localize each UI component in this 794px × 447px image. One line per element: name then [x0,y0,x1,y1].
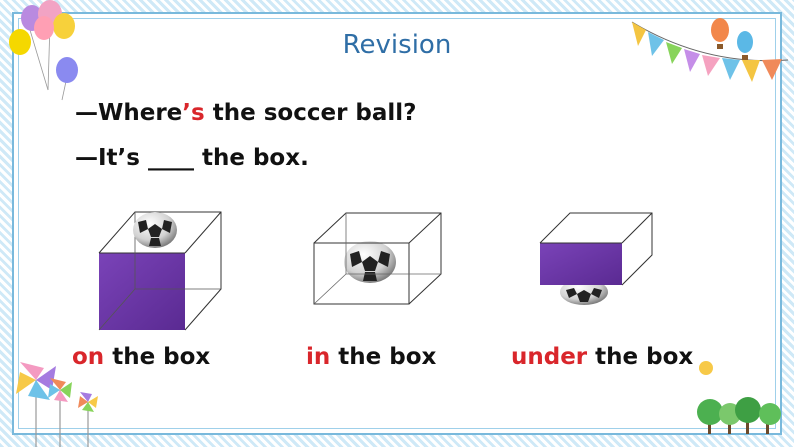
soccer-ball-icon [344,241,396,283]
caption-on: on the box [72,344,210,370]
scene-in [313,212,442,305]
hot-air-balloon-icon [711,18,753,60]
scene-on [98,211,222,331]
soccer-ball-icon [133,212,177,248]
caption-in-preposition: in [306,344,331,370]
question-start: —Where [75,100,183,126]
scene-under [539,212,653,305]
caption-under: under the box [511,344,693,370]
caption-in-rest: the box [330,344,437,370]
caption-under-preposition: under [511,344,588,370]
caption-in: in the box [306,344,436,370]
question-line: —Where’s the soccer ball? [75,100,417,126]
caption-under-rest: the box [587,344,694,370]
purple-box-face [540,243,622,285]
caption-on-preposition: on [72,344,105,370]
answer-line: —It’s ____ the box. [75,145,309,171]
caption-on-rest: the box [104,344,211,370]
pinwheel-icon [16,362,98,447]
trees-icon [697,361,781,434]
balloons-icon [9,0,78,101]
soccer-ball-icon [560,279,608,305]
question-highlight: ’s [182,100,205,126]
question-end: the soccer ball? [204,100,417,126]
slide-title: Revision [342,30,452,60]
pennant-bunting-icon [631,21,789,82]
purple-box-face [99,253,185,330]
